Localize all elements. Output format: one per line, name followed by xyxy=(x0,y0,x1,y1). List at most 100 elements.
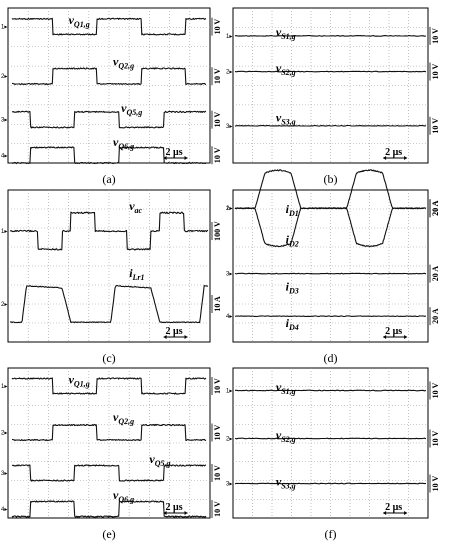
signal-label-vs1g: vS1,g xyxy=(276,380,296,396)
signal-label-vs3g: vS3,g xyxy=(276,110,296,126)
scale-label: 20 A xyxy=(431,266,440,282)
trace-vq5g xyxy=(11,464,207,482)
scale-label: 10 V xyxy=(213,19,222,35)
channel-marker: 2▸ xyxy=(226,437,232,443)
scale-label: 10 V xyxy=(431,382,440,398)
time-div-label: 2 μs xyxy=(166,326,183,337)
trace-vq6g xyxy=(11,146,207,165)
scale-label: 10 V xyxy=(213,147,222,163)
time-div-label: 2 μs xyxy=(166,502,183,513)
time-div-arrowheads xyxy=(383,511,408,515)
channel-marker: 3▸ xyxy=(1,118,7,124)
signal-label-id3: iD3 xyxy=(286,280,299,296)
trace-vq2g xyxy=(12,67,207,86)
trace-vs3g xyxy=(234,482,427,485)
time-div-label: 2 μs xyxy=(166,147,183,158)
scope-panel-b: 1▸ vS1,g 10 V 2▸ vS2,g 10 V 3▸ vS3,g 10 V 2 μs (b) xyxy=(226,7,440,186)
signal-label-vq1g: vQ1,g xyxy=(69,13,90,29)
scope-panel-f: 1▸ vS1,g 10 V 2▸ vS2,g 10 V 3▸ vS3,g 10 V 2 μs (f) xyxy=(226,367,440,541)
signal-label-vq1g: vQ1,g xyxy=(69,373,90,389)
trace-ilr1 xyxy=(9,285,209,324)
trace-vq5g xyxy=(11,110,207,129)
channel-marker: 1▸ xyxy=(226,206,232,212)
scale-label: 100 V xyxy=(213,221,222,241)
scale-label: 20 A xyxy=(431,308,440,324)
channel-marker: 4▸ xyxy=(226,314,232,320)
scale-label: 10 A xyxy=(213,296,222,312)
signal-label-vac: vac xyxy=(129,199,142,215)
channel-marker: 2▸ xyxy=(1,431,7,437)
time-div-arrowheads xyxy=(163,511,188,515)
signal-label-id1: iD1 xyxy=(286,202,299,218)
channel-marker: 2▸ xyxy=(1,302,7,308)
time-div-label: 2 μs xyxy=(385,147,402,158)
trace-vs2g xyxy=(234,70,427,73)
scale-label: 10 V xyxy=(213,424,222,440)
scale-label: 10 V xyxy=(213,68,222,84)
scale-label: 10 V xyxy=(431,430,440,446)
signal-label-vq5g: vQ5,g xyxy=(149,452,170,468)
signal-label-vq5g: vQ5,g xyxy=(121,101,142,117)
signal-label-vq2g: vQ2,g xyxy=(113,55,134,71)
scale-label: 10 V xyxy=(431,28,440,44)
panel-caption: (c) xyxy=(102,351,115,365)
panel-caption: (f) xyxy=(325,527,337,541)
trace-vac xyxy=(9,211,209,251)
channel-marker: 4▸ xyxy=(1,153,7,159)
panel-caption: (b) xyxy=(324,172,338,186)
channel-marker: 1▸ xyxy=(1,25,7,31)
signal-label-vs2g: vS2,g xyxy=(276,61,296,77)
scale-label: 20 A xyxy=(431,200,440,216)
scale-label: 10 V xyxy=(213,378,222,394)
signal-label-ilr1: iLr1 xyxy=(129,266,144,282)
scale-label: 10 V xyxy=(213,112,222,128)
trace-vs2g xyxy=(234,437,427,440)
scale-label: 10 V xyxy=(213,501,222,517)
time-div-label: 2 μs xyxy=(385,502,402,513)
scale-label: 10 V xyxy=(431,118,440,134)
channel-marker: 2▸ xyxy=(1,74,7,80)
scale-label: 10 V xyxy=(431,475,440,491)
signal-label-vs3g: vS3,g xyxy=(276,475,296,491)
panel-caption: (e) xyxy=(102,527,115,541)
scope-panel-a: 1▸ vQ1,g 10 V 2▸ vQ2,g 10 V 3▸ vQ5,g 10 V 4▸ vQ6,g… xyxy=(1,7,222,186)
trace-vq1g xyxy=(11,17,207,36)
panel-caption: (a) xyxy=(102,172,115,186)
scale-label: 10 V xyxy=(431,64,440,80)
trace-vq2g xyxy=(11,423,207,442)
scope-panel-c: 1▸ vac 100 V 2▸ iLr1 10 A 2 μs (c) xyxy=(1,189,222,365)
trace-vq6g xyxy=(11,500,207,518)
signal-label-vs1g: vS1,g xyxy=(276,25,296,41)
trace-id4 xyxy=(234,315,427,318)
scale-label: 10 V xyxy=(213,465,222,481)
trace-vq1g xyxy=(11,377,207,395)
signal-label-vq6g: vQ6,g xyxy=(113,488,134,504)
signal-label-id2: iD2 xyxy=(286,233,299,249)
channel-marker: 2▸ xyxy=(226,206,232,212)
channel-marker: 1▸ xyxy=(226,34,232,40)
scope-panel-e: 1▸ vQ1,g 10 V 2▸ vQ2,g 10 V 3▸ vQ5,g 10 V 4▸ vQ6,g… xyxy=(1,367,222,541)
signal-label-vq2g: vQ2,g xyxy=(113,410,134,426)
channel-marker: 3▸ xyxy=(226,124,232,130)
channel-marker: 4▸ xyxy=(1,507,7,513)
channel-marker: 3▸ xyxy=(1,471,7,477)
signal-label-id4: iD4 xyxy=(286,316,299,332)
trace-id3 xyxy=(234,272,427,275)
trace-id2 xyxy=(235,207,427,248)
panel-caption: (d) xyxy=(324,351,338,365)
channel-marker: 1▸ xyxy=(1,229,7,235)
channel-marker: 1▸ xyxy=(226,389,232,395)
trace-vs1g xyxy=(235,35,427,37)
channel-marker: 2▸ xyxy=(226,70,232,76)
trace-vs3g xyxy=(234,124,427,127)
trace-vs1g xyxy=(235,389,427,392)
channel-marker: 1▸ xyxy=(1,384,7,390)
scale-label: 20 A xyxy=(431,200,440,216)
signal-label-vq6g: vQ6,g xyxy=(113,135,134,151)
signal-label-vs2g: vS2,g xyxy=(276,428,296,444)
channel-marker: 3▸ xyxy=(226,272,232,278)
channel-marker: 3▸ xyxy=(226,482,232,488)
time-div-label: 2 μs xyxy=(385,326,402,337)
